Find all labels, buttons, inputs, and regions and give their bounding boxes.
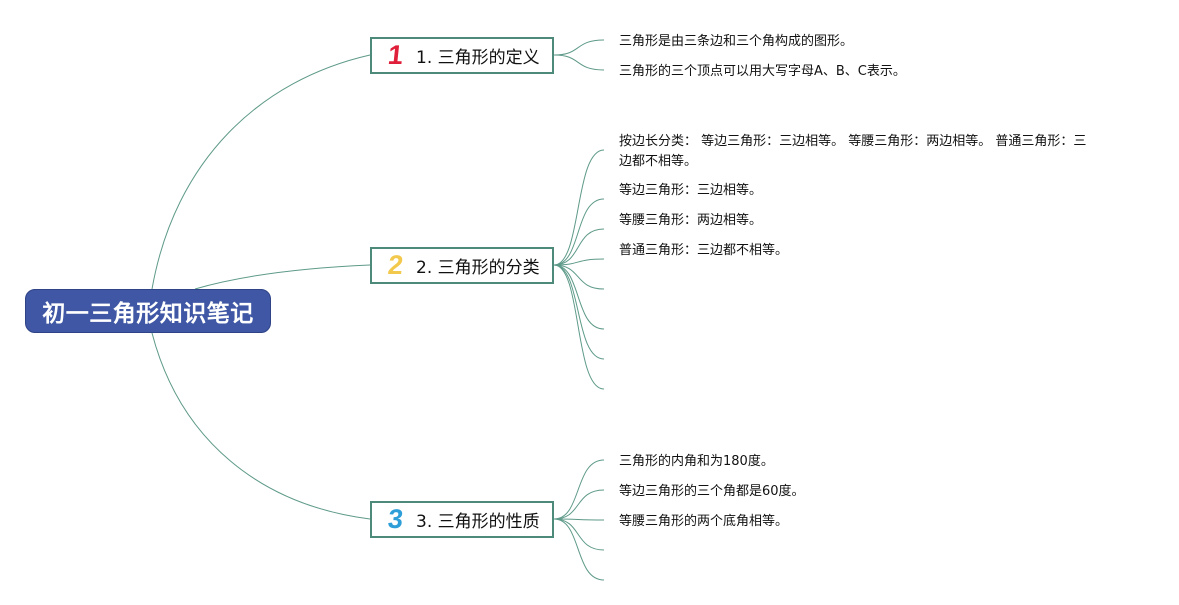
root-title: 初一三角形知识笔记 (42, 301, 254, 327)
topic-3-leaf-2-connector (553, 489, 605, 520)
root-to-topic-3-connector (151, 332, 371, 520)
topic-3-leaf-1-connector (553, 459, 605, 520)
topic-2-leaf-3-connector (553, 228, 605, 266)
topic-2-leaf-8-connector (553, 264, 605, 390)
topic-3-leaf-3-connector (553, 518, 605, 521)
leaf-isosceles[interactable]: 等腰三角形：两边相等。 (619, 213, 763, 228)
leaf-scalene[interactable]: 普通三角形：三边都不相等。 (619, 243, 789, 258)
leaf-equilateral-angles[interactable]: 等边三角形的三个角都是60度。 (619, 484, 805, 499)
topic-definition[interactable]: 1 1. 三角形的定义 (370, 37, 554, 74)
topic-2-leaf-7-connector (553, 264, 605, 360)
topic-1-leaf-1-connector (553, 39, 605, 56)
leaf-definition-1[interactable]: 三角形是由三条边和三个角构成的图形。 (619, 34, 854, 49)
topic-1-leaf-2-connector (553, 54, 605, 71)
topic-properties[interactable]: 3 3. 三角形的性质 (370, 501, 554, 538)
topic-3-leaf-5-connector (553, 518, 605, 581)
topic-2-leaf-2-connector (553, 198, 605, 266)
leaf-definition-2[interactable]: 三角形的三个顶点可以用大写字母A、B、C表示。 (619, 64, 906, 79)
root-to-topic-1-connector (151, 54, 371, 290)
number-two-icon: 2 (386, 250, 405, 280)
number-one-icon: 1 (386, 40, 405, 70)
leaf-angle-sum[interactable]: 三角形的内角和为180度。 (619, 454, 774, 469)
root-to-topic-2-connector (194, 264, 371, 290)
leaf-classification-by-side[interactable]: 按边长分类： 等边三角形：三边相等。 等腰三角形：两边相等。 普通三角形：三边都… (619, 134, 1087, 169)
topic-title: 3. 三角形的性质 (416, 512, 540, 532)
topic-2-leaf-1-connector (553, 149, 605, 266)
topic-title: 2. 三角形的分类 (416, 258, 540, 278)
topic-classification[interactable]: 2 2. 三角形的分类 (370, 247, 554, 284)
topic-2-leaf-5-connector (553, 264, 605, 290)
topic-2-leaf-4-connector (553, 258, 605, 266)
topic-3-leaf-4-connector (553, 518, 605, 551)
number-three-icon: 3 (386, 504, 405, 534)
root-topic[interactable]: 初一三角形知识笔记 (25, 289, 271, 333)
leaf-equilateral[interactable]: 等边三角形：三边相等。 (619, 183, 763, 198)
topic-2-leaf-6-connector (553, 264, 605, 330)
leaf-isosceles-base-angles[interactable]: 等腰三角形的两个底角相等。 (619, 514, 789, 529)
topic-title: 1. 三角形的定义 (416, 48, 540, 68)
